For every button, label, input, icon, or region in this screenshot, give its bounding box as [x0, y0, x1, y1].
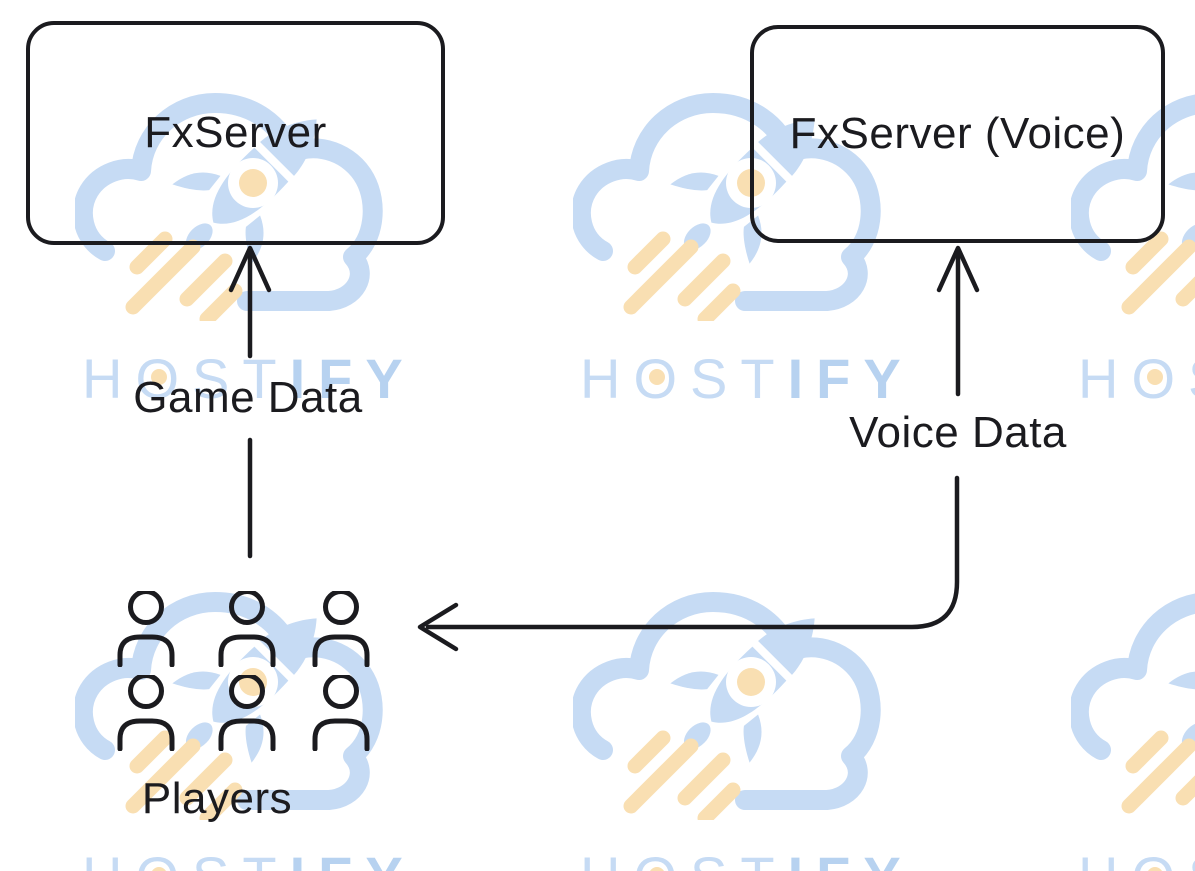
players-label: Players — [141, 774, 293, 823]
watermark-o-dot-icon — [1147, 369, 1164, 386]
watermark-brand-text: HOSTIFY — [580, 347, 914, 410]
game-data-arrowhead-up-icon — [228, 245, 272, 293]
players-group — [120, 592, 367, 750]
person-icon — [315, 592, 367, 666]
person-icon — [120, 592, 172, 666]
watermark-letters-light: H — [82, 347, 136, 410]
watermark-o-dot-icon — [649, 867, 666, 871]
person-icon — [315, 676, 367, 750]
edge-label-voice-data: Voice Data — [849, 408, 1067, 457]
node-fxserver-label: FxServer — [144, 108, 327, 157]
voice-data-arrow-curve — [425, 475, 960, 630]
watermark-letter-o: O — [135, 351, 192, 407]
watermark-brand-text: HOSTIFY — [82, 849, 416, 871]
node-fxserver: FxServer — [26, 21, 445, 245]
voice-data-arrowhead-up-icon — [936, 245, 980, 293]
watermark-o-dot-icon — [1147, 867, 1164, 871]
voice-data-arrowhead-left-icon — [417, 602, 459, 652]
watermark-brand-text: HOSTIFY — [580, 849, 914, 871]
watermark-o-dot-icon — [151, 369, 168, 386]
watermark-o-dot-icon — [649, 369, 666, 386]
edge-label-game-data: Game Data — [133, 373, 363, 422]
person-icon — [221, 592, 273, 666]
person-icon — [120, 676, 172, 750]
node-fxserver-voice: FxServer (Voice) — [750, 25, 1165, 243]
watermark-brand-text: HOSTIFY — [1078, 351, 1195, 407]
person-icon — [221, 676, 273, 750]
watermark-brand-text: HOSTIFY — [82, 347, 416, 410]
watermark-letters-bold: IFY — [289, 347, 416, 410]
watermark-brand-text: HOSTIFY — [1078, 849, 1195, 871]
watermark-o-dot-icon — [151, 867, 168, 871]
node-fxserver-voice-label: FxServer (Voice) — [789, 109, 1126, 158]
